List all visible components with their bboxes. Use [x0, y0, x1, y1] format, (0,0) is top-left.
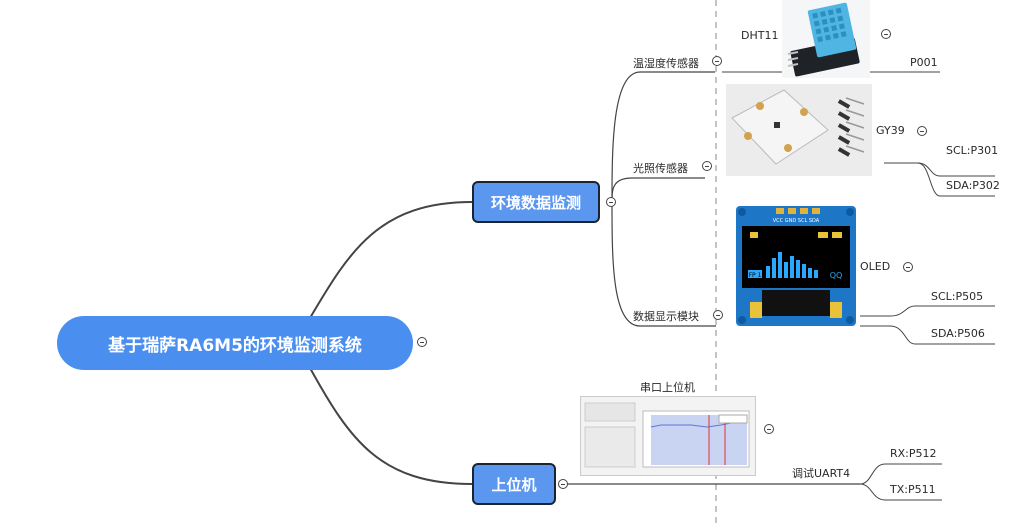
temp-sensor-label[interactable]: 温湿度传感器	[633, 57, 699, 70]
oled-image: VCC GND SCL SDA FP 1 QQ	[736, 206, 856, 326]
dht11-collapse-icon[interactable]	[881, 29, 891, 39]
root-collapse-icon[interactable]	[417, 337, 427, 347]
oled-scl-pin: SCL:P505	[931, 290, 984, 303]
light-collapse-icon[interactable]	[702, 161, 712, 171]
oled-collapse-icon[interactable]	[903, 262, 913, 272]
dht11-pin-label: P001	[910, 56, 938, 69]
gy39-scl-pin: SCL:P301	[946, 144, 999, 157]
uart-rx-pin: RX:P512	[890, 447, 937, 460]
root-label: 基于瑞萨RA6M5的环境监测系统	[108, 335, 362, 356]
gy39-collapse-icon[interactable]	[917, 126, 927, 136]
temp-collapse-icon[interactable]	[712, 56, 722, 66]
oled-sda-pin: SDA:P506	[931, 327, 985, 340]
gy39-label[interactable]: GY39	[876, 124, 905, 137]
env-collapse-icon[interactable]	[606, 197, 616, 207]
serial-host-screenshot	[580, 396, 756, 476]
display-module-label[interactable]: 数据显示模块	[633, 310, 699, 323]
env-monitor-node[interactable]: 环境数据监测	[472, 181, 600, 223]
host-image-collapse-icon[interactable]	[764, 424, 774, 434]
oled-tag-text: FP 1	[749, 272, 762, 279]
host-node[interactable]: 上位机	[472, 463, 556, 505]
light-sensor-label[interactable]: 光照传感器	[633, 162, 688, 175]
dht11-image	[782, 0, 870, 78]
uart-tx-pin: TX:P511	[890, 483, 936, 496]
oled-label[interactable]: OLED	[860, 260, 891, 273]
uart-label[interactable]: 调试UART4	[792, 467, 851, 480]
oled-header-text: VCC GND SCL SDA	[773, 218, 820, 224]
gy39-sda-pin: SDA:P302	[946, 179, 1000, 192]
dht11-label[interactable]: DHT11	[741, 29, 779, 42]
oled-indicator-text: QQ	[830, 271, 843, 280]
root-node[interactable]: 基于瑞萨RA6M5的环境监测系统	[57, 316, 413, 370]
host-collapse-icon[interactable]	[558, 479, 568, 489]
host-label: 上位机	[491, 475, 537, 494]
gy39-image	[726, 84, 872, 176]
env-monitor-label: 环境数据监测	[490, 193, 581, 212]
display-collapse-icon[interactable]	[713, 310, 723, 320]
serial-host-caption: 串口上位机	[640, 381, 695, 394]
